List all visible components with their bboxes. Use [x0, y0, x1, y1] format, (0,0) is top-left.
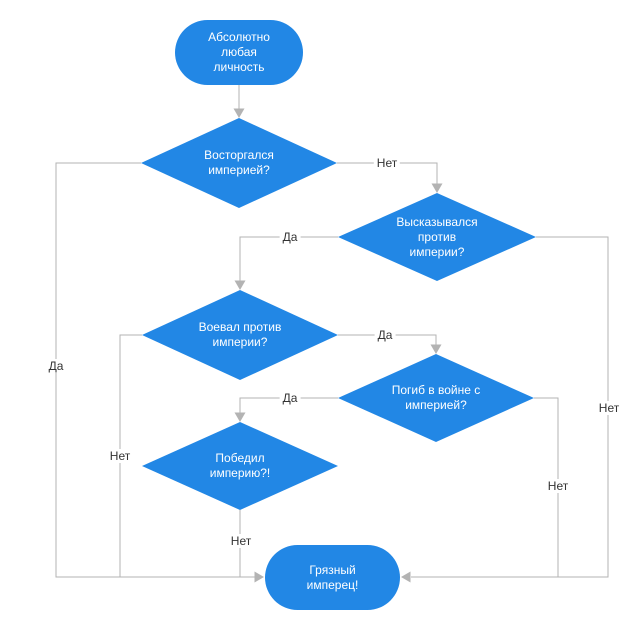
edge-q5-to-end	[239, 510, 255, 578]
arrowhead-into-q5	[234, 412, 246, 422]
node-end-shape	[265, 545, 400, 610]
node-q1-shape	[141, 118, 337, 208]
edge-label-q3-no: Нет	[106, 449, 134, 463]
edge-q1-to-q2	[337, 162, 438, 184]
edge-label-q4-no: Нет	[544, 479, 572, 493]
edge-label-q3-yes: Да	[374, 328, 396, 342]
node-q5-shape	[142, 422, 338, 510]
arrowhead-into-q3	[234, 280, 246, 290]
edge-q3-to-q4	[338, 334, 437, 345]
edge-label-q5-no: Нет	[227, 534, 255, 548]
arrowhead-into-end-left	[254, 571, 264, 583]
arrowhead-into-q2	[431, 183, 443, 193]
node-q4-shape	[338, 354, 534, 442]
edge-q4-to-q5	[239, 397, 338, 413]
arrowhead-into-q1	[233, 108, 245, 118]
node-start-shape	[175, 20, 303, 85]
edge-label-q2-no: Нет	[595, 401, 623, 415]
edge-label-q1-yes: Да	[45, 359, 67, 373]
node-q2-shape	[338, 193, 536, 281]
arrowhead-into-q4	[430, 344, 442, 354]
edge-label-q2-yes: Да	[279, 230, 301, 244]
edge-label-q1-no: Нет	[373, 156, 401, 170]
arrowhead-into-end-right	[401, 571, 411, 583]
edge-label-q4-yes: Да	[279, 391, 301, 405]
node-q3-shape	[142, 290, 338, 380]
edge-q2-to-q3	[239, 236, 338, 281]
